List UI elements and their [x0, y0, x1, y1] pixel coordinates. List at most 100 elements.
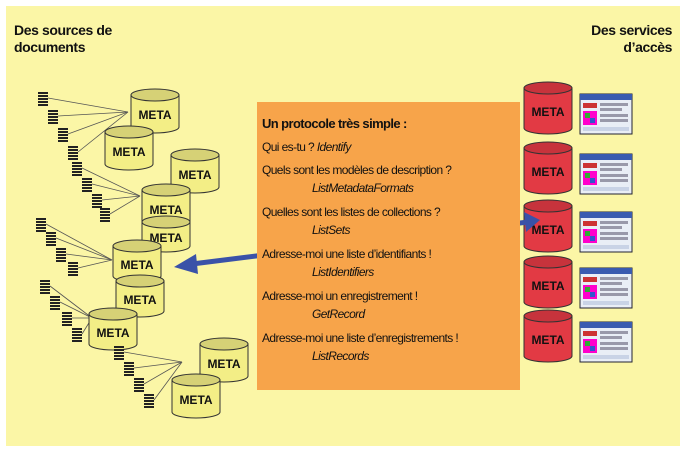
doc-line: [68, 265, 78, 267]
db-body: [523, 205, 573, 253]
doc-line: [134, 387, 144, 389]
window-footer: [583, 301, 629, 305]
service-database: META: [523, 141, 573, 195]
document-stack: [92, 194, 102, 208]
db-body: [523, 315, 573, 363]
db-label: META: [138, 108, 171, 122]
db-body: [523, 261, 573, 309]
document-stack: [114, 346, 124, 360]
doc-line: [56, 254, 66, 256]
window-text: [600, 293, 628, 296]
doc-line: [50, 299, 60, 301]
verb-identify: Identify: [316, 140, 351, 154]
db-body: [523, 147, 573, 195]
document-stack: [46, 232, 56, 246]
protocol-question-formats: Quels sont les modèles de description ?: [262, 163, 452, 177]
db-top: [523, 199, 573, 213]
doc-line: [68, 146, 78, 148]
document-stack: [100, 208, 110, 222]
link-line: [49, 285, 93, 319]
document-stack: [56, 248, 66, 262]
window-titlebar: [580, 94, 632, 100]
window-text: [600, 347, 628, 350]
doc-line: [38, 92, 48, 94]
db-label: META: [123, 293, 156, 307]
db-label: META: [178, 168, 211, 182]
document-stack: [134, 378, 144, 392]
doc-line: [124, 365, 134, 367]
doc-line: [100, 220, 110, 222]
doc-line: [58, 131, 68, 133]
source-database: META: [130, 88, 180, 134]
arrow-tail: [524, 212, 540, 232]
document-stack: [72, 328, 82, 342]
doc-line: [72, 174, 82, 176]
arrow-head: [174, 254, 198, 274]
doc-line: [82, 184, 92, 186]
doc-line: [82, 187, 92, 189]
window-text: [600, 226, 622, 229]
doc-line: [72, 168, 82, 170]
window-thumb-part: [585, 173, 590, 178]
doc-line: [92, 200, 102, 202]
db-top: [199, 337, 249, 351]
db-top: [115, 274, 165, 288]
link-line: [45, 223, 113, 261]
link-line: [153, 361, 183, 401]
service-window-icon: [579, 321, 633, 363]
doc-line: [114, 358, 124, 360]
window-text: [600, 336, 622, 339]
doc-line: [72, 337, 82, 339]
window-text: [600, 277, 628, 280]
window-thumb-part: [590, 236, 595, 241]
db-top: [523, 141, 573, 155]
doc-line: [58, 137, 68, 139]
protocol-title: Un protocole très simple :: [262, 116, 407, 131]
doc-line: [72, 334, 82, 336]
service-database: META: [523, 309, 573, 363]
doc-line: [68, 271, 78, 273]
window-text: [600, 232, 628, 235]
db-body: [171, 379, 221, 419]
protocol-box: [257, 102, 520, 390]
doc-line: [124, 374, 134, 376]
db-label: META: [531, 165, 564, 179]
document-stack: [62, 312, 72, 326]
window-text: [600, 119, 628, 122]
window-text: [600, 342, 628, 345]
document-stack: [40, 280, 50, 294]
doc-line: [144, 400, 154, 402]
protocol-question-record: Adresse-moi un enregistrement !: [262, 289, 418, 303]
source-database: META: [88, 307, 138, 351]
service-window-icon: [579, 153, 633, 195]
window-text: [600, 221, 628, 224]
doc-line: [134, 378, 144, 380]
document-stack: [144, 394, 154, 408]
service-window-icon: [579, 267, 633, 309]
doc-line: [40, 292, 50, 294]
db-label: META: [120, 258, 153, 272]
window-swatch: [583, 221, 597, 226]
doc-line: [114, 352, 124, 354]
doc-line: [92, 197, 102, 199]
doc-line: [124, 371, 134, 373]
document-stack: [48, 110, 58, 124]
doc-line: [38, 101, 48, 103]
doc-line: [100, 211, 110, 213]
doc-line: [124, 362, 134, 364]
verb-listsets: ListSets: [312, 223, 350, 237]
doc-line: [82, 178, 92, 180]
doc-line: [92, 203, 102, 205]
doc-line: [48, 110, 58, 112]
document-stack: [68, 146, 78, 160]
doc-line: [50, 302, 60, 304]
doc-line: [72, 340, 82, 342]
window-thumb-part: [590, 178, 595, 183]
db-top: [171, 373, 221, 387]
window-text: [600, 108, 622, 111]
window-footer: [583, 245, 629, 249]
window-titlebar: [580, 268, 632, 274]
doc-line: [38, 95, 48, 97]
